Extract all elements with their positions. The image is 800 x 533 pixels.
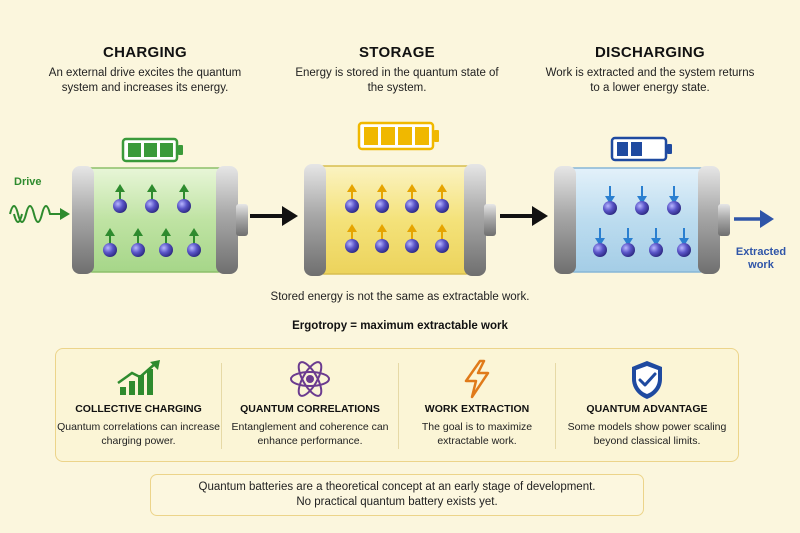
disclaimer-box: Quantum batteries are a theoretical conc… (150, 474, 644, 516)
feature-divider (398, 363, 399, 449)
feature-divider (555, 363, 556, 449)
disclaimer-line-1: Quantum batteries are a theoretical conc… (198, 481, 596, 493)
drive-label: Drive (14, 176, 42, 188)
extracted-work-label: Extracted work (735, 246, 787, 271)
storage-note: Stored energy is not the same as extract… (270, 291, 530, 303)
feature-description: Quantum correlations can increase chargi… (57, 421, 220, 447)
charge-level-icon-blue (610, 136, 672, 162)
storage-description: Energy is stored in the quantum state of… (295, 67, 499, 94)
storage-title: STORAGE (358, 44, 435, 61)
discharging-battery (554, 166, 730, 274)
feature-quantum-correlations: QUANTUM CORRELATIONS Entanglement and co… (222, 349, 398, 461)
flow-arrow-charging-to-storage (250, 206, 298, 226)
drive-wave-icon (9, 205, 70, 223)
feature-title: QUANTUM CORRELATIONS (240, 403, 380, 415)
features-panel: COLLECTIVE CHARGING Quantum correlations… (55, 348, 739, 462)
extracted-work-arrow-icon (734, 210, 774, 228)
feature-title: COLLECTIVE CHARGING (75, 403, 202, 415)
ergotropy-note: Ergotropy = maximum extractable work (292, 320, 508, 332)
lightning-bolt-icon (464, 359, 490, 399)
feature-description: Some models show power scaling beyond cl… (567, 421, 727, 447)
charging-battery (72, 166, 248, 274)
feature-description: The goal is to maximize extractable work… (421, 421, 533, 447)
feature-description: Entanglement and coherence can enhance p… (231, 421, 389, 447)
discharging-title: DISCHARGING (595, 44, 705, 61)
flow-arrow-storage-to-discharging (500, 206, 548, 226)
storage-battery (304, 164, 496, 276)
shield-check-icon (632, 361, 662, 399)
feature-divider (221, 363, 222, 449)
discharging-description: Work is extracted and the system returns… (545, 67, 755, 94)
feature-title: WORK EXTRACTION (424, 403, 530, 415)
atom-icon (290, 361, 330, 397)
charge-level-icon-yellow (357, 121, 439, 151)
bar-chart-growth-icon (116, 360, 160, 395)
disclaimer-line-2: No practical quantum battery exists yet. (296, 496, 498, 508)
charging-description: An external drive excites the quantum sy… (48, 67, 242, 94)
feature-title: QUANTUM ADVANTAGE (586, 403, 708, 415)
charge-level-icon-green (121, 137, 183, 163)
charging-title: CHARGING (102, 44, 188, 61)
feature-collective-charging: COLLECTIVE CHARGING Quantum correlations… (56, 349, 221, 461)
feature-quantum-advantage: QUANTUM ADVANTAGE Some models show power… (556, 349, 738, 461)
feature-work-extraction: WORK EXTRACTION The goal is to maximize … (399, 349, 555, 461)
